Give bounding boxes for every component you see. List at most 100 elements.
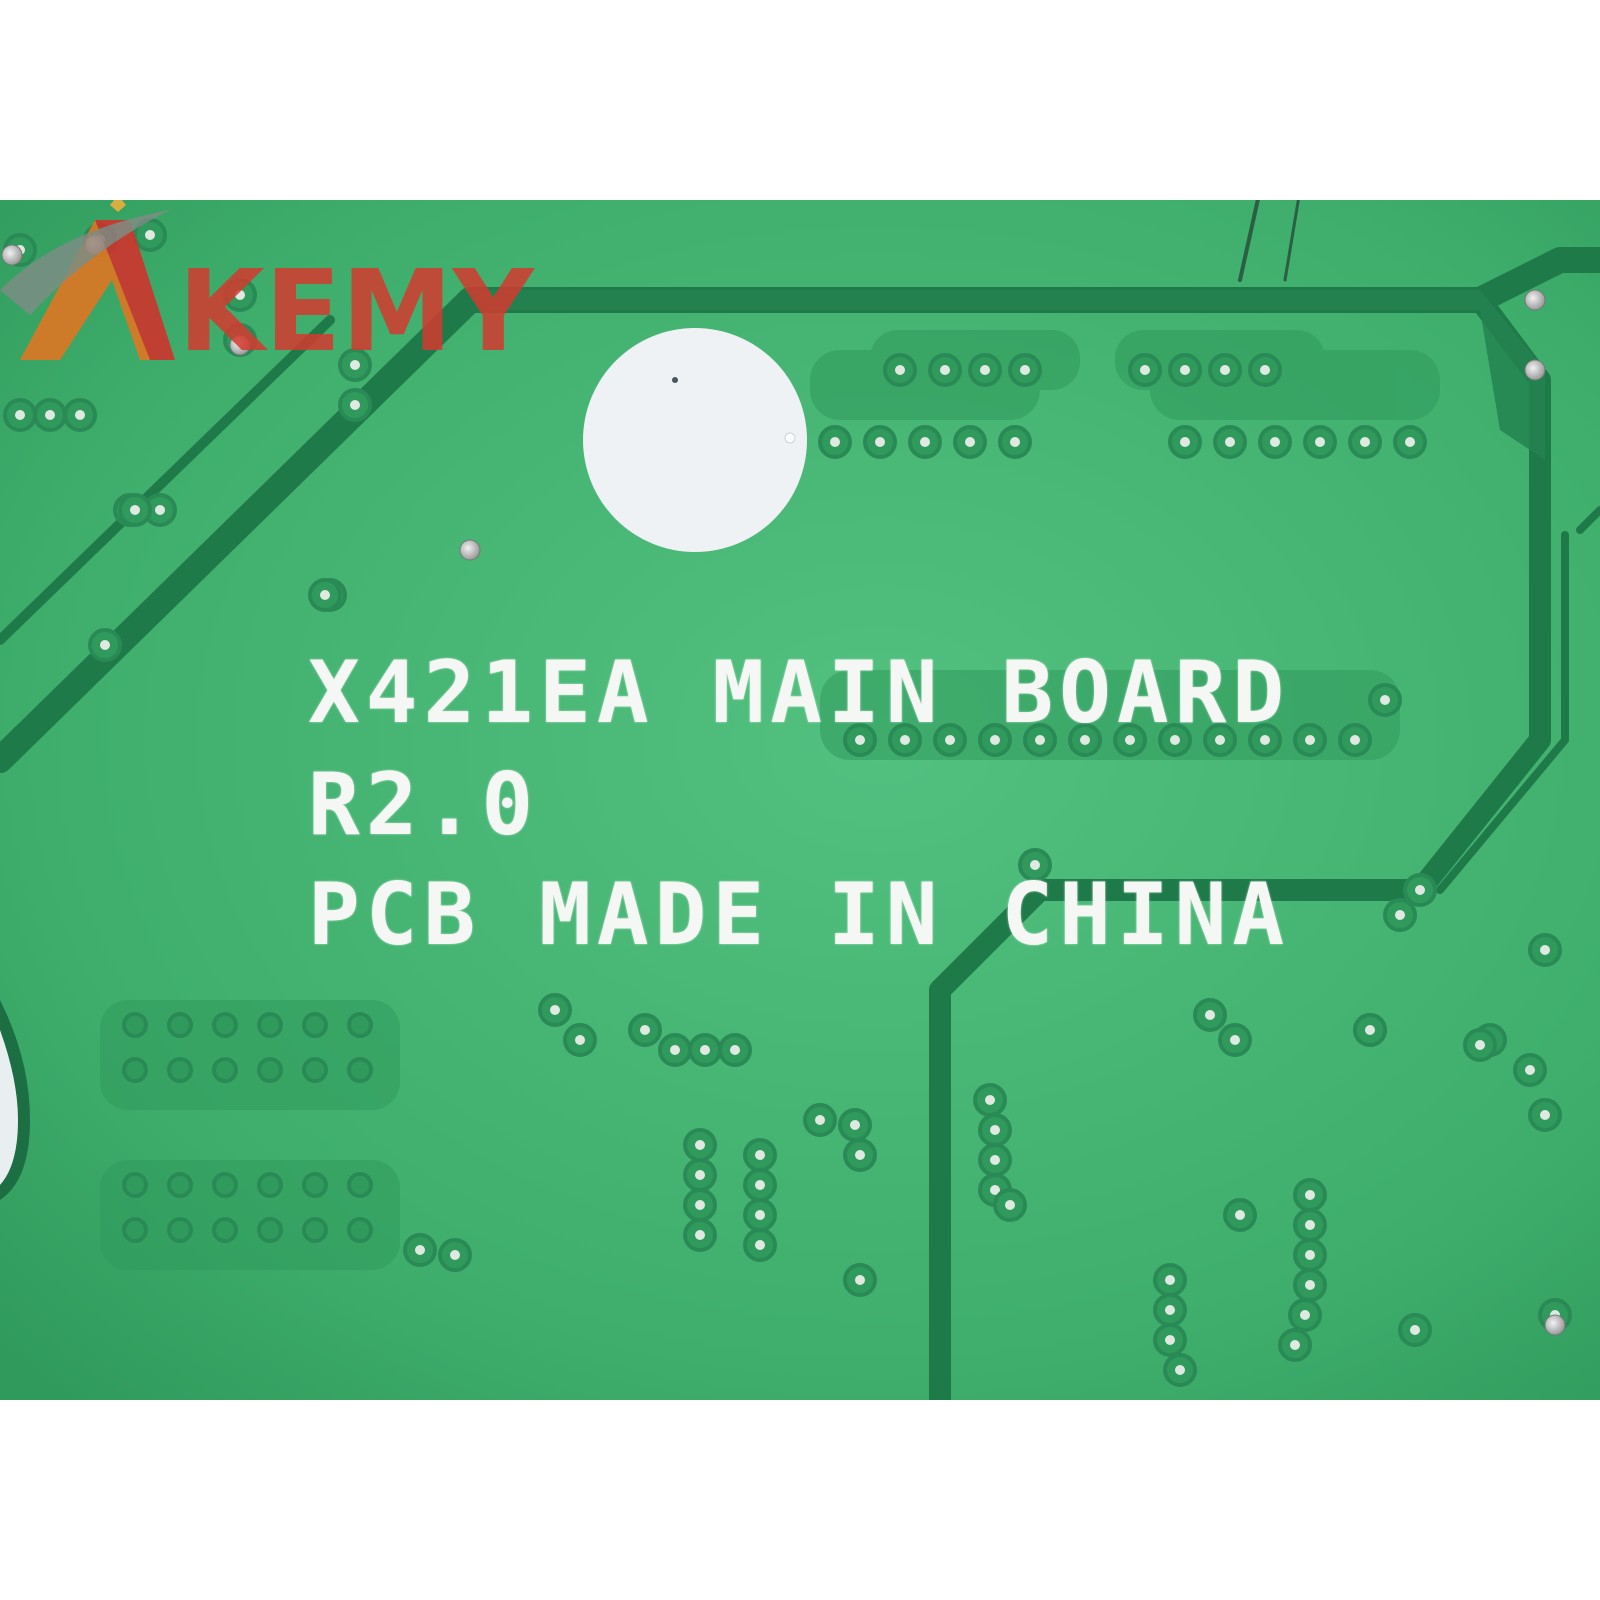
footprint-via	[212, 1012, 238, 1038]
akemy-watermark-logo: KEMY	[0, 200, 536, 370]
via-drill	[1005, 1200, 1015, 1210]
footprint-via	[122, 1057, 148, 1083]
pcb-board-artwork	[0, 200, 1600, 1400]
footprint-via	[122, 1217, 148, 1243]
via-drill	[1415, 885, 1425, 895]
via-drill	[1305, 1190, 1315, 1200]
via-drill	[1405, 437, 1415, 447]
via-drill	[695, 1170, 705, 1180]
footprint-via	[257, 1057, 283, 1083]
via-drill	[990, 1155, 1000, 1165]
sticker-speck	[784, 432, 796, 444]
via-drill	[1305, 735, 1315, 745]
via-drill	[985, 1095, 995, 1105]
via-drill	[1290, 1340, 1300, 1350]
via-drill	[855, 1150, 865, 1160]
footprint-via	[302, 1012, 328, 1038]
via-drill	[1180, 365, 1190, 375]
solder-pad	[459, 539, 481, 561]
via-drill	[830, 437, 840, 447]
via-drill	[1030, 860, 1040, 870]
via-drill	[1525, 1065, 1535, 1075]
via-drill	[1175, 1365, 1185, 1375]
via-drill	[1305, 1250, 1315, 1260]
via-drill	[1395, 910, 1405, 920]
via-drill	[855, 735, 865, 745]
via-drill	[1180, 437, 1190, 447]
footprint-via	[257, 1012, 283, 1038]
footprint-via	[257, 1172, 283, 1198]
ground-plane	[470, 290, 1545, 460]
footprint-via	[347, 1057, 373, 1083]
solder-pad	[1544, 1314, 1566, 1336]
via-drill	[895, 365, 905, 375]
logo-wordmark: KEMY	[178, 247, 536, 370]
via-drill	[990, 1185, 1000, 1195]
via-drill	[75, 410, 85, 420]
logo-star-icon	[110, 200, 126, 212]
via-drill	[1080, 735, 1090, 745]
via-drill	[320, 590, 330, 600]
footprint-via	[257, 1217, 283, 1243]
footprint-via	[167, 1217, 193, 1243]
via-drill	[1235, 1210, 1245, 1220]
logo-letter-a-accent	[95, 220, 175, 360]
via-drill	[940, 365, 950, 375]
footprint-via	[167, 1057, 193, 1083]
via-drill	[1350, 735, 1360, 745]
via-drill	[350, 400, 360, 410]
silkscreen-model-line: X421EA MAIN BOARD	[308, 643, 1291, 743]
via-drill	[1305, 1220, 1315, 1230]
via-drill	[1315, 437, 1325, 447]
via-drill	[145, 230, 155, 240]
footprint-via	[167, 1172, 193, 1198]
via-drill	[1165, 1335, 1175, 1345]
via-drill	[945, 735, 955, 745]
sticker-speck	[672, 377, 678, 383]
via-drill	[350, 360, 360, 370]
footprint-via	[302, 1172, 328, 1198]
footprint-via	[122, 1172, 148, 1198]
footprint-via	[212, 1217, 238, 1243]
silkscreen-revision-line: R2.0	[308, 755, 540, 855]
footprint-via	[347, 1217, 373, 1243]
via-drill	[1270, 437, 1280, 447]
via-drill	[1540, 1110, 1550, 1120]
logo-swoosh	[0, 210, 170, 315]
via-drill	[990, 735, 1000, 745]
via-drill	[1305, 1280, 1315, 1290]
via-drill	[755, 1210, 765, 1220]
via-drill	[1205, 1010, 1215, 1020]
via-drill	[1215, 735, 1225, 745]
via-drill	[1125, 735, 1135, 745]
footprint-via	[347, 1012, 373, 1038]
via-drill	[1260, 365, 1270, 375]
via-drill	[1475, 1040, 1485, 1050]
solder-pad	[229, 334, 251, 356]
via-drill	[1165, 1305, 1175, 1315]
footprint-via	[212, 1057, 238, 1083]
via-drill	[1540, 945, 1550, 955]
via-drill	[155, 505, 165, 515]
via-drill	[1380, 695, 1390, 705]
via-drill	[755, 1150, 765, 1160]
via-drill	[1010, 437, 1020, 447]
via-drill	[695, 1140, 705, 1150]
via-drill	[1230, 1035, 1240, 1045]
via-drill	[695, 1230, 705, 1240]
via-drill	[855, 1275, 865, 1285]
via-drill	[550, 1005, 560, 1015]
via-drill	[900, 735, 910, 745]
solder-pad	[1, 244, 23, 266]
via-drill	[100, 640, 110, 650]
via-drill	[755, 1180, 765, 1190]
solder-pad	[1524, 289, 1546, 311]
via-drill	[1260, 735, 1270, 745]
via-drill	[1165, 1275, 1175, 1285]
footprint-via	[302, 1217, 328, 1243]
via-drill	[1140, 365, 1150, 375]
via-drill	[1365, 1025, 1375, 1035]
via-drill	[700, 1045, 710, 1055]
silkscreen-origin-line: PCB MADE IN CHINA	[308, 865, 1291, 965]
